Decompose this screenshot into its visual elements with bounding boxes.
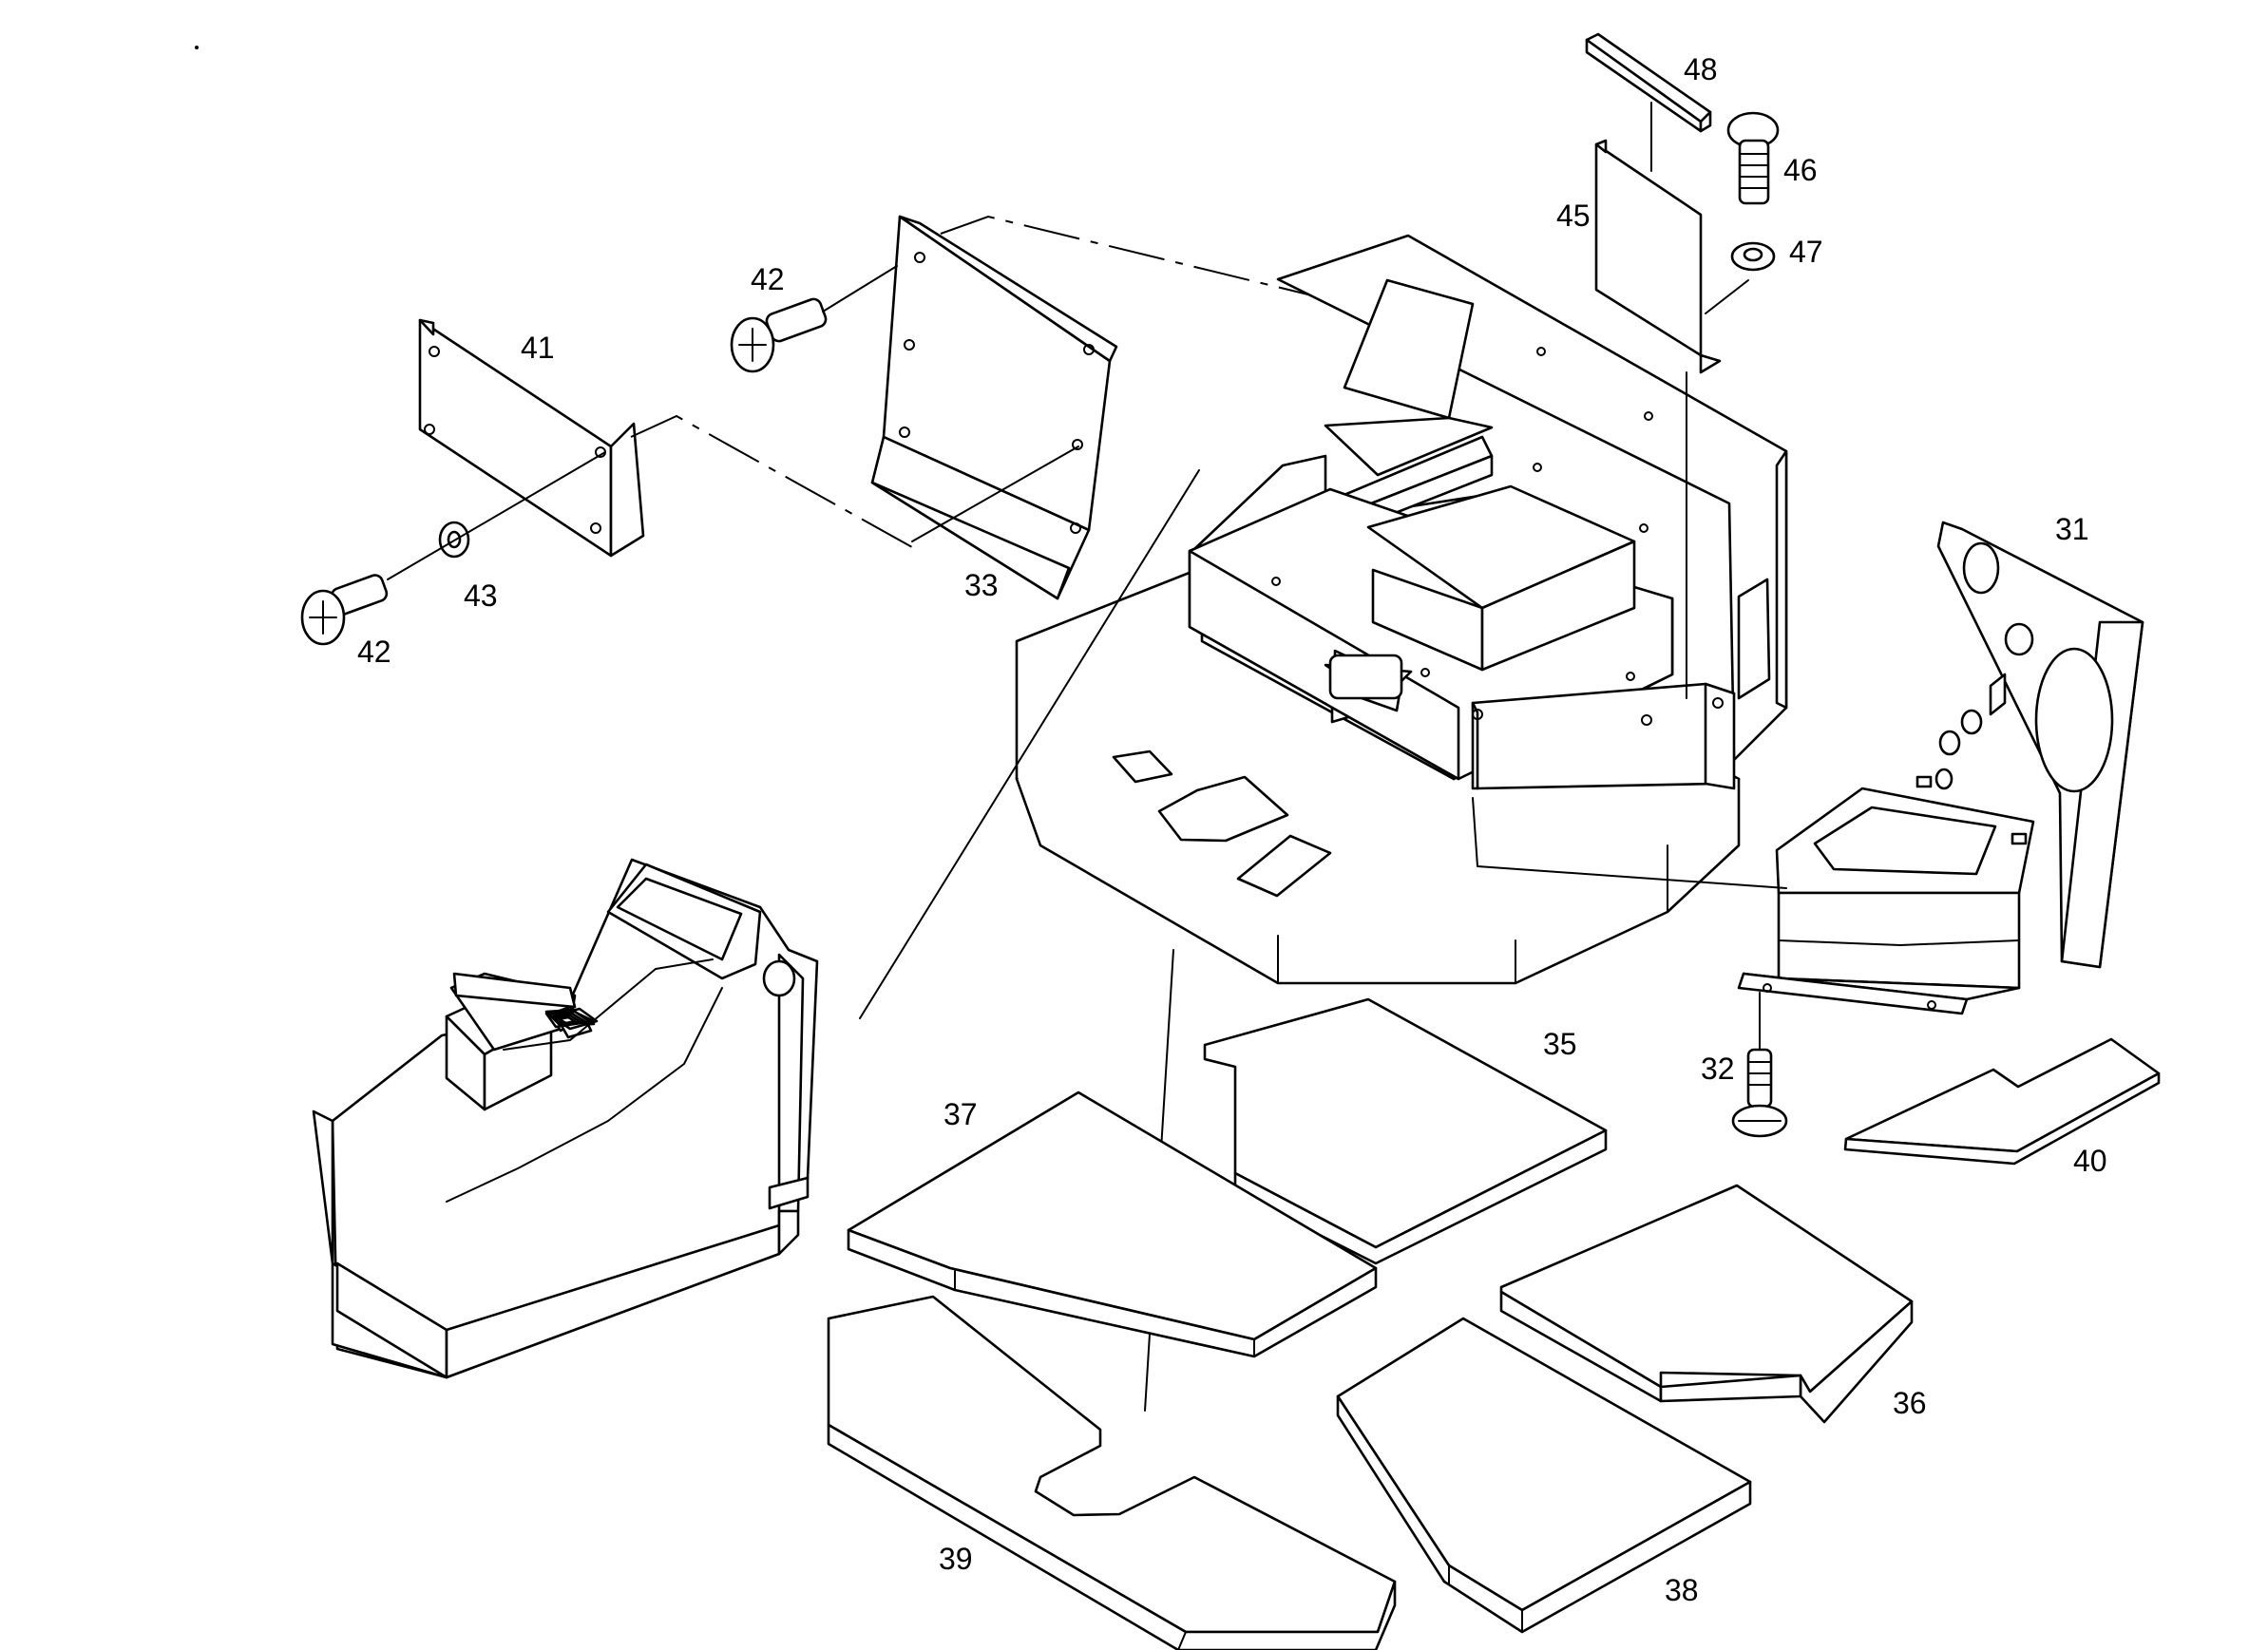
part-31-right-console bbox=[1737, 521, 2144, 1015]
callout-47: 47 bbox=[1789, 235, 1823, 269]
callout-31: 31 bbox=[2055, 512, 2089, 546]
callout-43: 43 bbox=[464, 578, 498, 613]
part-42-screw-upper bbox=[730, 297, 828, 373]
leader-33-hole bbox=[911, 446, 1079, 542]
callout-48: 48 bbox=[1684, 52, 1718, 86]
part-37-pad bbox=[847, 1091, 1378, 1358]
leader-37-base bbox=[859, 469, 1200, 1019]
callout-39: 39 bbox=[939, 1542, 973, 1576]
callout-32: 32 bbox=[1701, 1052, 1735, 1086]
part-42-screw-lower bbox=[300, 574, 389, 646]
part-45-panel bbox=[1594, 139, 1722, 374]
part-35-pad bbox=[1203, 997, 1608, 1265]
assembly-line-41 bbox=[630, 414, 913, 548]
leader-43-41 bbox=[387, 451, 606, 580]
part-41-bracket bbox=[418, 318, 645, 558]
callout-42-upper: 42 bbox=[751, 262, 785, 296]
leader-42-33 bbox=[822, 265, 898, 313]
part-46-screw bbox=[1726, 111, 1780, 205]
left-console bbox=[312, 858, 819, 1379]
part-33-plate bbox=[870, 215, 1118, 600]
part-36-pad bbox=[1499, 1184, 1914, 1424]
leader-47-45 bbox=[1705, 279, 1749, 314]
callout-40: 40 bbox=[2073, 1144, 2107, 1178]
part-38-pad bbox=[1336, 1317, 1752, 1634]
callout-38: 38 bbox=[1665, 1573, 1699, 1607]
callout-45: 45 bbox=[1556, 199, 1591, 233]
callout-33: 33 bbox=[964, 568, 999, 602]
part-39-pad bbox=[827, 1295, 1397, 1650]
callout-35: 35 bbox=[1543, 1027, 1577, 1061]
callout-42-lower: 42 bbox=[357, 635, 391, 669]
callout-41: 41 bbox=[521, 331, 555, 365]
base-frame bbox=[1015, 234, 1788, 985]
callout-36: 36 bbox=[1893, 1386, 1927, 1420]
part-47-washer bbox=[1730, 241, 1776, 272]
part-32-screw bbox=[1731, 1048, 1788, 1138]
leader-base-31 bbox=[1472, 797, 1787, 889]
part-48-strip bbox=[1585, 32, 1712, 133]
part-40-plate bbox=[1843, 1037, 2161, 1166]
stray-dot bbox=[195, 46, 199, 49]
callout-46: 46 bbox=[1783, 153, 1818, 187]
callout-37: 37 bbox=[943, 1097, 978, 1131]
callout-labels: 31 32 33 35 36 37 38 39 40 41 42 42 43 4… bbox=[357, 52, 2107, 1607]
